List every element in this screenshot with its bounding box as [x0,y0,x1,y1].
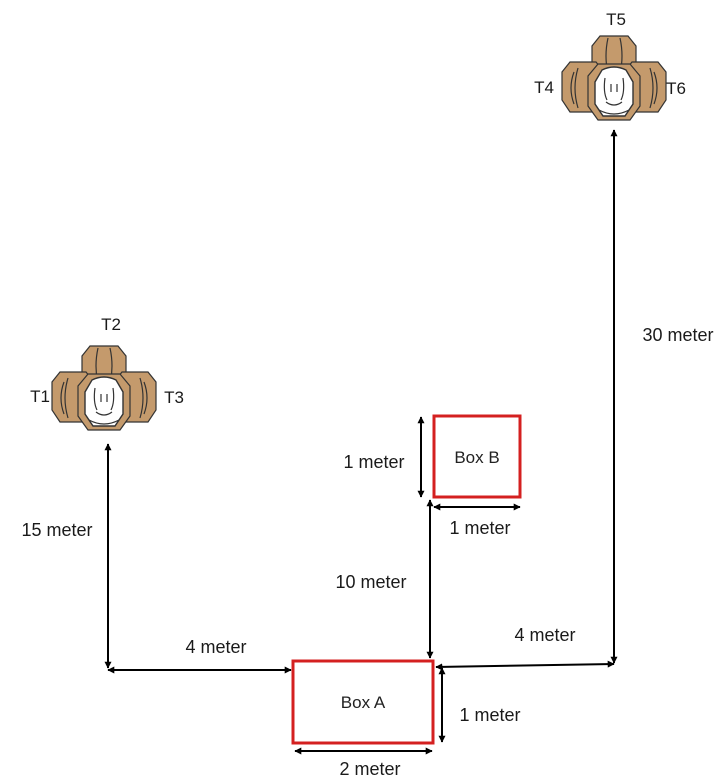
box-a-label: Box A [341,693,386,712]
box-b: Box B [432,414,522,499]
target-label-t2: T2 [101,315,121,334]
label-right-vertical: 30 meter [642,325,713,345]
target-label-t4: T4 [534,78,554,97]
target-label-t1: T1 [30,387,50,406]
arrow-right-horizontal [435,660,615,671]
label-box-a-to-box-b: 10 meter [335,572,406,592]
target-label-t6: T6 [666,79,686,98]
label-box-b-width: 1 meter [449,518,510,538]
label-left-vertical: 15 meter [21,520,92,540]
target-head-icon [561,35,667,121]
target-head-icon [51,345,157,431]
label-left-horizontal: 4 meter [185,637,246,657]
box-a-outline [291,659,435,745]
target-label-t5: T5 [606,10,626,29]
box-b-outline [432,414,522,499]
label-right-horizontal: 4 meter [514,625,575,645]
box-a: Box A [291,659,435,745]
label-box-a-height: 1 meter [459,705,520,725]
target-group-right: T5 T4 T6 [534,10,686,121]
label-box-b-height: 1 meter [343,452,404,472]
target-group-left: T2 T1 T3 [30,315,184,431]
label-box-a-width: 2 meter [339,759,400,779]
box-b-label: Box B [454,448,499,467]
target-label-t3: T3 [164,388,184,407]
